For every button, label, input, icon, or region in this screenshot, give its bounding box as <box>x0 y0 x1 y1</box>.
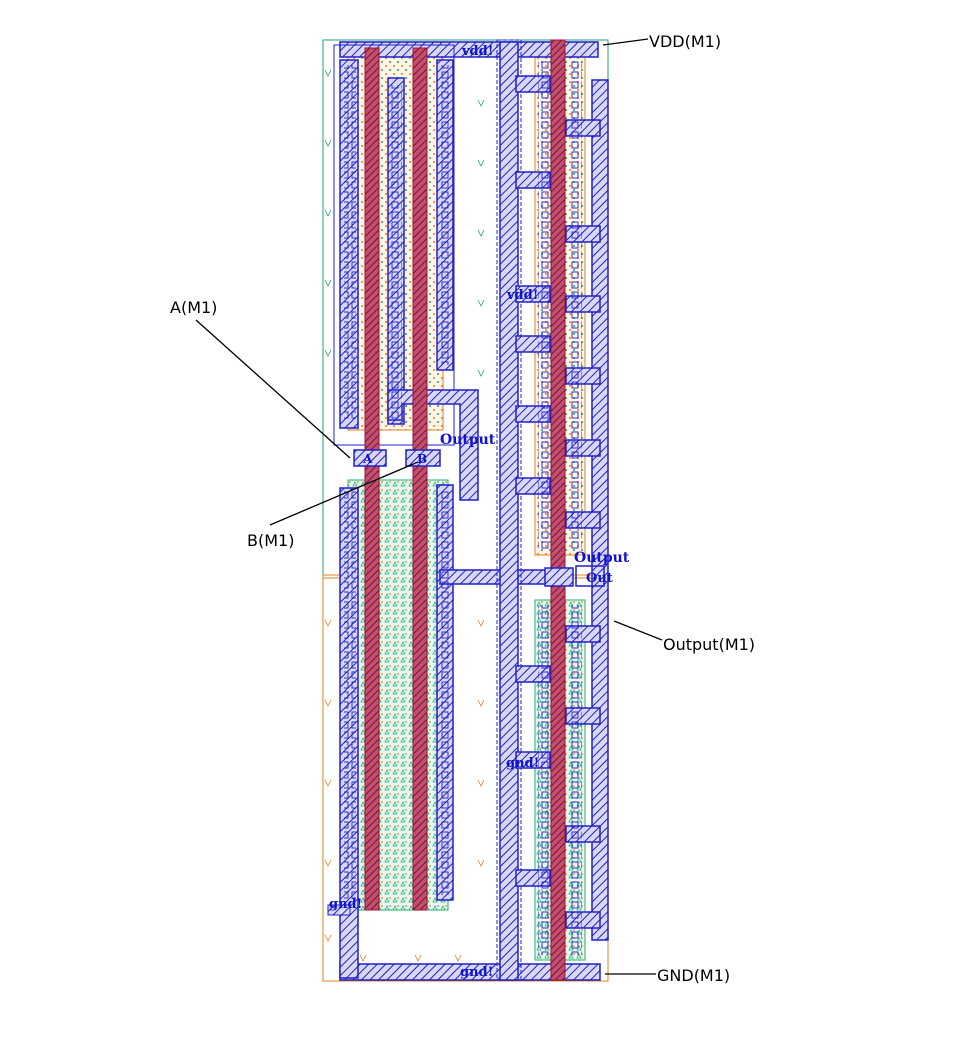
callout-gnd: GND(M1) <box>657 966 730 985</box>
m1-gnd-left-tie <box>327 904 351 916</box>
net-label-pin-b: B <box>417 452 427 466</box>
vdd-rail <box>339 41 599 58</box>
net-label-vdd-mid: vdd! <box>506 288 538 303</box>
contacts-left-n2 <box>439 490 451 895</box>
callout-a: A(M1) <box>170 298 217 317</box>
contacts-right-n <box>538 605 550 955</box>
net-label-output-right: Output <box>574 550 630 566</box>
net-label-gnd-left: gnd! <box>329 897 362 912</box>
contacts-left-p3 <box>439 65 451 365</box>
routing-markers <box>324 69 485 377</box>
net-label-vdd-top: vdd! <box>461 44 493 59</box>
net-label-pin-a: A <box>362 452 373 466</box>
m1-strip-right-output <box>591 79 609 941</box>
pin-a-pad <box>353 449 387 467</box>
contacts-left-n1 <box>344 490 356 900</box>
poly-gate-inverter <box>550 39 566 981</box>
net-label-gnd-mid: gnd! <box>506 756 539 771</box>
pin-out-pad <box>575 565 605 587</box>
left-nmos-diffusion <box>347 479 449 911</box>
routing-markers-lower <box>324 619 485 962</box>
callout-lines <box>195 38 663 975</box>
pin-in-pad <box>544 567 574 587</box>
contacts-left-p2 <box>390 85 402 420</box>
contacts-left-p1 <box>344 65 356 420</box>
poly-gate-b <box>412 47 428 911</box>
net-label-output-left: Output <box>440 432 496 448</box>
callout-output: Output(M1) <box>663 635 755 654</box>
callout-b: B(M1) <box>247 531 294 550</box>
m1-right-outline <box>496 39 522 981</box>
net-label-gnd-bottom: gnd! <box>460 965 493 980</box>
m1-output-bridge <box>439 569 551 585</box>
m1-outline-left <box>333 44 455 446</box>
contacts-right-p2 <box>570 60 582 550</box>
contacts-right-n2 <box>570 605 582 955</box>
contacts-right-p <box>538 60 550 550</box>
net-label-pin-out: Out <box>586 571 613 586</box>
pin-b-pad <box>405 449 441 467</box>
callout-vdd: VDD(M1) <box>649 32 721 51</box>
